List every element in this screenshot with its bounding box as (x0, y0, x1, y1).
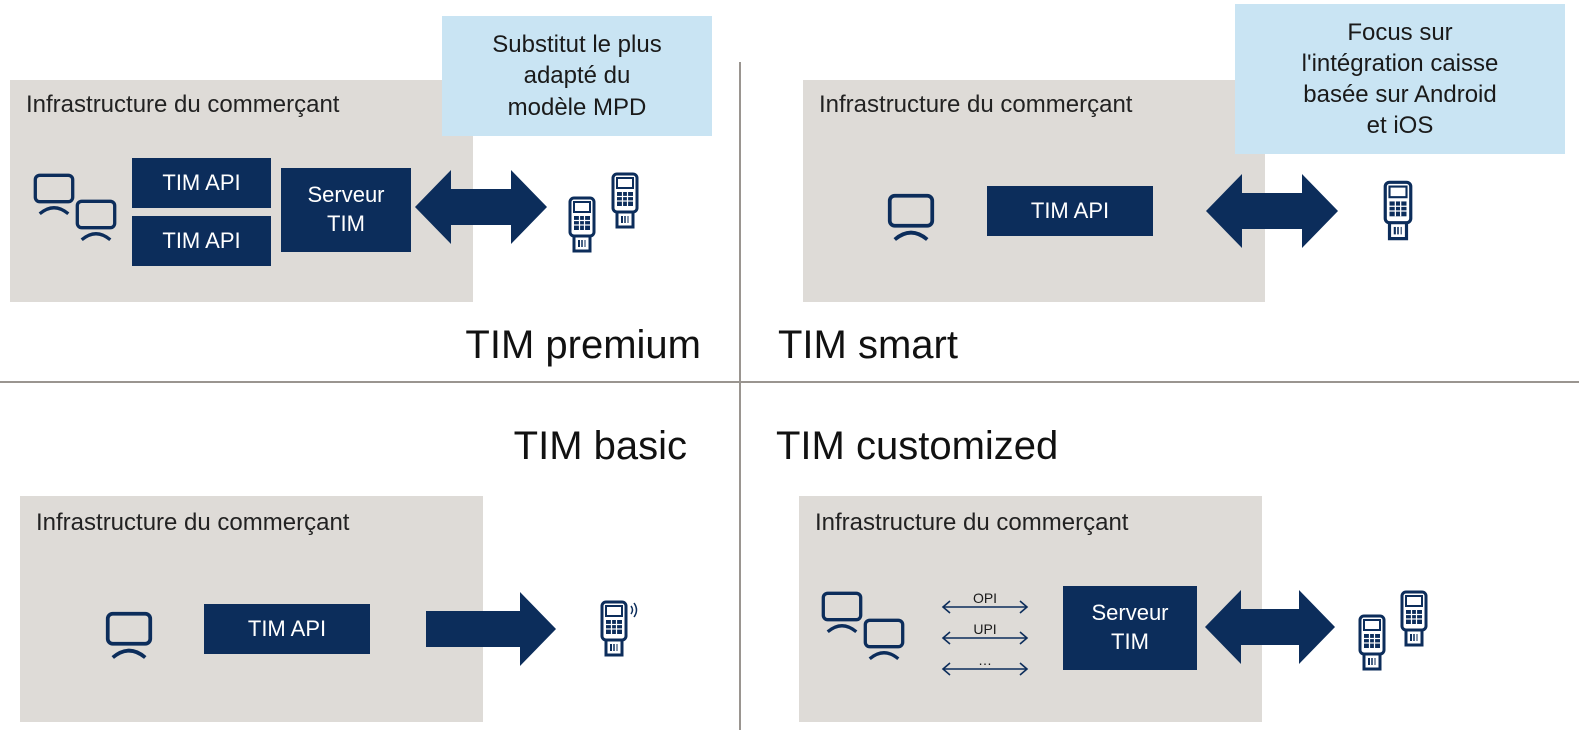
premium-infrastructure-label: Infrastructure du commerçant (26, 91, 340, 118)
right-arrow-icon (426, 592, 556, 666)
smart-tim-api-box: TIM API (987, 186, 1153, 236)
premium-tim-api-box-2: TIM API (132, 216, 271, 266)
monitor-icon (74, 198, 118, 242)
contactless-terminal-icon (600, 600, 638, 657)
monitor-icon (820, 590, 864, 634)
premium-note: Substitut le plus adapté du modèle MPD (442, 16, 712, 136)
protocol-label-opi: OPI (973, 590, 997, 606)
bidirectional-arrow-icon (415, 170, 547, 244)
basic-tier-title: TIM basic (513, 424, 687, 468)
payment-terminal-icon (1381, 180, 1415, 242)
premium-tim-api-box-1: TIM API (132, 158, 271, 208)
bidirectional-arrow-icon (1206, 174, 1338, 248)
smart-infrastructure-label: Infrastructure du commerçant (819, 91, 1133, 118)
horizontal-divider (0, 381, 1579, 383)
customized-infrastructure-label: Infrastructure du commerçant (815, 509, 1129, 536)
monitor-icon (32, 172, 76, 216)
protocol-arrows: OPI UPI … (941, 590, 1029, 676)
monitor-icon (886, 192, 936, 242)
customized-tim-server-box: Serveur TIM (1063, 586, 1197, 670)
payment-terminal-icon (566, 196, 598, 254)
customized-tier-title: TIM customized (776, 424, 1059, 468)
payment-terminal-icon (1398, 590, 1430, 648)
basic-tim-api-box: TIM API (204, 604, 370, 654)
monitor-icon (862, 617, 906, 661)
payment-terminal-icon (609, 172, 641, 230)
basic-infrastructure-label: Infrastructure du commerçant (36, 509, 350, 536)
vertical-divider (739, 62, 741, 730)
premium-tier-title: TIM premium (465, 323, 701, 367)
payment-terminal-icon (1356, 614, 1388, 672)
protocol-label-more: … (978, 652, 992, 668)
bidirectional-arrow-icon (1205, 590, 1335, 664)
smart-note: Focus sur l'intégration caisse basée sur… (1235, 4, 1565, 154)
smart-tier-title: TIM smart (778, 323, 958, 367)
premium-tim-server-box: Serveur TIM (281, 168, 411, 252)
protocol-label-upi: UPI (973, 621, 996, 637)
monitor-icon (104, 610, 154, 660)
